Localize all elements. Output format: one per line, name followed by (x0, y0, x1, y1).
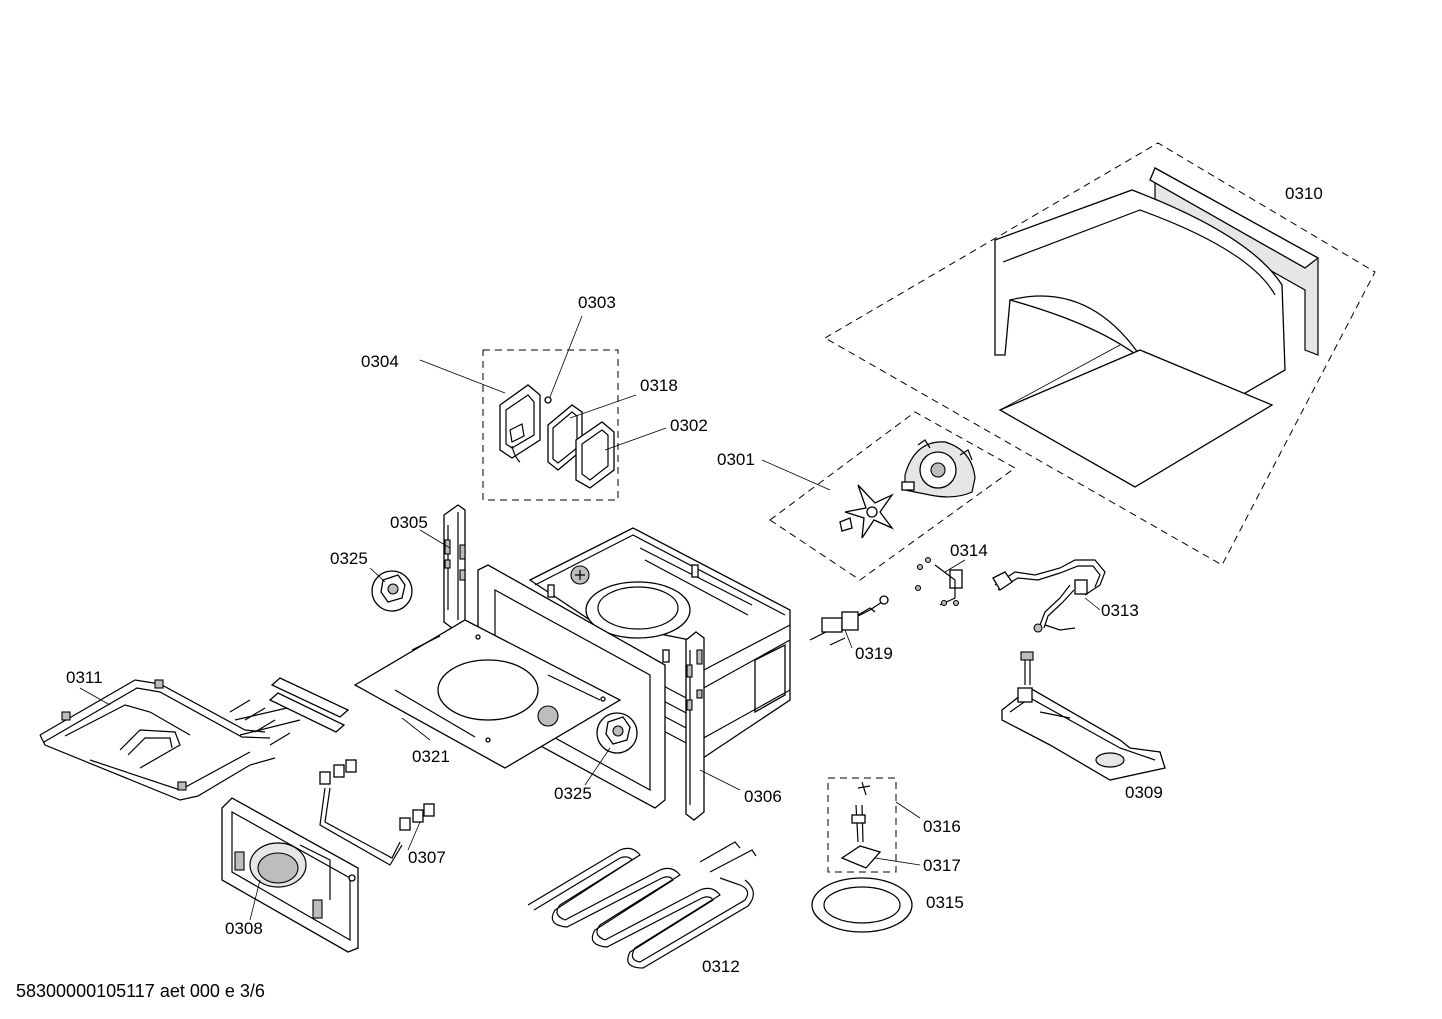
label-0309[interactable]: 0309 (1125, 783, 1163, 802)
part-0306-right-rail[interactable] (685, 631, 705, 821)
label-0310[interactable]: 0310 (1285, 184, 1323, 203)
label-0301[interactable]: 0301 (717, 450, 755, 469)
label-0304[interactable]: 0304 (361, 352, 399, 371)
part-0316-sensor-group[interactable] (827, 777, 897, 873)
label-0321[interactable]: 0321 (412, 747, 450, 766)
part-0311-grill-element[interactable] (39, 679, 301, 801)
part-0315-ring-gasket[interactable] (811, 877, 913, 933)
oven-cavity[interactable] (519, 527, 791, 761)
part-0312-bottom-heating-element[interactable] (527, 841, 757, 969)
part-lamp-assembly[interactable] (482, 349, 619, 501)
label-0311[interactable]: 0311 (66, 668, 103, 687)
label-0302[interactable]: 0302 (670, 416, 708, 435)
label-0325-left[interactable]: 0325 (330, 549, 368, 568)
label-0306[interactable]: 0306 (744, 787, 782, 806)
label-0308[interactable]: 0308 (225, 919, 263, 938)
part-0310-insulation-hood[interactable] (824, 142, 1376, 566)
part-0311-brackets[interactable] (268, 677, 350, 733)
part-0313-cable-harness[interactable] (992, 559, 1106, 633)
part-0314-screws[interactable] (914, 556, 963, 607)
label-0325-right[interactable]: 0325 (554, 784, 592, 803)
label-0303[interactable]: 0303 (578, 293, 616, 312)
label-0316[interactable]: 0316 (923, 817, 961, 836)
document-code: 58300000105117 aet 000 e 3/6 (16, 981, 265, 1001)
label-0307[interactable]: 0307 (408, 848, 446, 867)
label-0317[interactable]: 0317 (923, 856, 961, 875)
part-0319-thermostat[interactable] (809, 595, 889, 646)
label-0312[interactable]: 0312 (702, 957, 740, 976)
part-0325-roller-right[interactable] (596, 712, 638, 754)
label-0313[interactable]: 0313 (1101, 601, 1139, 620)
part-0309-base-bracket[interactable] (1001, 651, 1166, 781)
label-0319[interactable]: 0319 (855, 644, 893, 663)
part-0308-back-panel[interactable] (221, 797, 359, 953)
part-0325-roller-left[interactable] (371, 570, 413, 612)
label-0314[interactable]: 0314 (950, 541, 988, 560)
label-0318[interactable]: 0318 (640, 376, 678, 395)
part-0305-left-rail[interactable] (443, 504, 466, 629)
part-0307-terminal-brackets[interactable] (319, 759, 435, 866)
leader-lines (79, 315, 1121, 921)
label-0305[interactable]: 0305 (390, 513, 428, 532)
part-0321-bottom-plate[interactable] (353, 619, 622, 769)
part-0301-fan-motor[interactable] (769, 411, 1016, 581)
label-0315[interactable]: 0315 (926, 893, 964, 912)
